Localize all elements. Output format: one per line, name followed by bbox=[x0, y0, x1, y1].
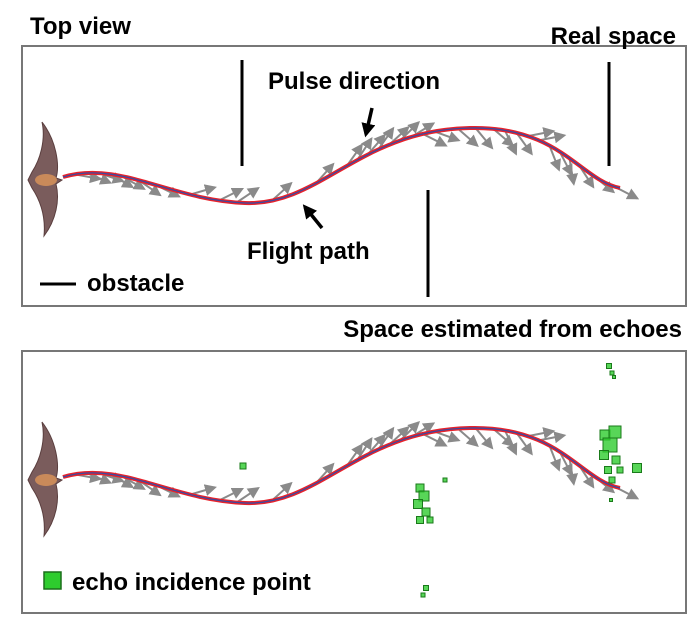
pulse-arrow bbox=[457, 127, 479, 147]
echo-point bbox=[602, 437, 618, 453]
echo-point bbox=[609, 370, 615, 376]
pulse-pointer-arrow bbox=[361, 107, 376, 138]
echo-point bbox=[632, 463, 642, 473]
echo-point bbox=[608, 476, 616, 484]
echo-point bbox=[608, 425, 622, 439]
pulse-arrow bbox=[422, 432, 448, 447]
echo-point bbox=[599, 450, 609, 460]
obstacle-legend-label: obstacle bbox=[87, 270, 185, 297]
pulse-direction-label: Pulse direction bbox=[268, 68, 441, 95]
estimated-space-label: Space estimated from echoes bbox=[343, 316, 682, 343]
echo-point bbox=[611, 455, 621, 465]
pulse-arrow bbox=[271, 181, 293, 202]
pulse-arrow bbox=[527, 127, 556, 139]
echo-point bbox=[421, 507, 431, 517]
path-pointer-arrow bbox=[302, 204, 324, 230]
echo-point bbox=[442, 477, 448, 483]
pulse-arrow bbox=[356, 436, 373, 461]
pulse-arrow bbox=[189, 184, 217, 196]
pulse-arrow bbox=[566, 458, 579, 486]
echo-point bbox=[612, 375, 616, 379]
top-view-title: Top view bbox=[30, 13, 131, 40]
pulse-arrow bbox=[548, 445, 561, 472]
flight-path-center bbox=[62, 427, 621, 504]
real-space-panel bbox=[21, 45, 687, 307]
echo-point bbox=[413, 499, 423, 509]
echo-legend-label: echo incidence point bbox=[72, 569, 311, 596]
pulse-arrow bbox=[474, 127, 494, 150]
echo-points bbox=[239, 363, 642, 598]
echo-point bbox=[416, 516, 424, 524]
echo-point bbox=[239, 462, 247, 470]
echo-legend-swatch bbox=[43, 571, 62, 590]
pulse-arrow bbox=[566, 158, 579, 186]
echo-point bbox=[616, 466, 624, 474]
pulse-arrow bbox=[433, 430, 461, 443]
pulse-arrow bbox=[377, 426, 395, 451]
pulse-arrow bbox=[504, 129, 518, 156]
pulse-arrow bbox=[271, 481, 293, 502]
echo-point bbox=[423, 585, 429, 591]
pulse-arrow bbox=[433, 130, 461, 143]
echo-point bbox=[609, 498, 613, 502]
pulse-arrow bbox=[422, 132, 448, 147]
echo-point bbox=[604, 466, 612, 474]
flight-path-center bbox=[62, 127, 621, 204]
echo-point bbox=[426, 516, 434, 524]
echo-point bbox=[420, 592, 426, 598]
pulse-arrow bbox=[515, 432, 533, 456]
pulse-arrow bbox=[474, 427, 494, 450]
pulse-arrow bbox=[236, 486, 260, 504]
pulse-arrow bbox=[538, 131, 567, 144]
pulse-arrow bbox=[377, 126, 395, 151]
pulse-arrow bbox=[548, 145, 561, 172]
pulse-arrow bbox=[515, 132, 533, 156]
pulse-arrow bbox=[189, 484, 217, 496]
echo-point bbox=[606, 363, 612, 369]
pulse-arrow bbox=[527, 427, 556, 439]
real-space-label: Real space bbox=[550, 23, 676, 50]
pulse-arrow bbox=[356, 136, 373, 161]
pulse-arrow bbox=[236, 186, 260, 204]
bat-icon bbox=[27, 421, 63, 537]
estimated-space-panel bbox=[21, 350, 687, 614]
pulse-arrow bbox=[504, 429, 518, 456]
bat-icon bbox=[27, 121, 63, 237]
pulse-arrow bbox=[218, 187, 245, 202]
pulse-arrow bbox=[538, 431, 567, 444]
pulse-arrow bbox=[218, 487, 245, 502]
echo-point bbox=[418, 490, 430, 502]
flight-path-label: Flight path bbox=[247, 238, 370, 265]
pulse-arrow bbox=[457, 427, 479, 447]
